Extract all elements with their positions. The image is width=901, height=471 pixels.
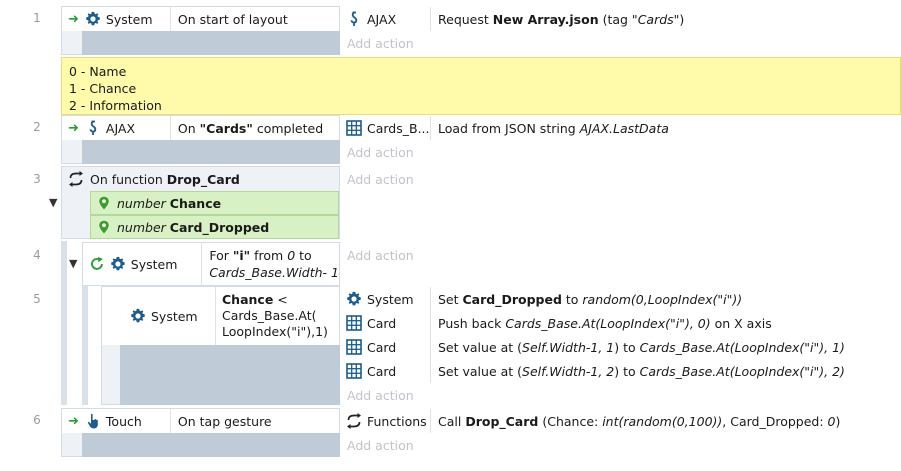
action-text: Set Card_Dropped to random(0,LoopIndex("… — [438, 291, 743, 307]
event-number: 5 — [33, 292, 41, 306]
parameter-type: number — [117, 219, 166, 235]
array-icon — [346, 363, 362, 379]
event-number: 2 — [33, 120, 41, 134]
comment-line: 0 - Name — [69, 64, 127, 79]
event-number: 1 — [33, 11, 41, 25]
action-text: Set value at (Self.Width-1, 1) to Cards_… — [438, 339, 845, 355]
function-parameter[interactable]: number Chance — [90, 191, 339, 215]
event-1-fill — [82, 31, 340, 55]
condition-object: System — [105, 11, 153, 27]
event-2-fill — [82, 140, 340, 164]
condition-divider — [169, 409, 171, 433]
condition-object: System — [130, 256, 178, 272]
event-6-fill — [82, 433, 340, 457]
condition-object: AJAX — [105, 120, 136, 136]
array-icon — [346, 315, 362, 331]
condition-text: On "Cards" completed — [177, 120, 324, 136]
pin-icon — [97, 196, 111, 210]
condition-object: Touch — [105, 413, 142, 429]
loop-icon — [89, 256, 105, 272]
collapse-toggle[interactable]: ▼ — [69, 257, 78, 270]
collapse-toggle[interactable]: ▼ — [49, 196, 58, 209]
gear-icon — [110, 256, 126, 272]
action-object: System — [367, 291, 414, 307]
ajax-icon — [346, 11, 362, 27]
gear-icon — [85, 11, 101, 27]
comment-line: 2 - Information — [69, 98, 162, 113]
gear-icon — [130, 308, 146, 324]
action-text: Call Drop_Card (Chance: int(random(0,100… — [438, 413, 841, 429]
add-action-link[interactable]: Add action — [340, 141, 901, 163]
event-number: 4 — [33, 248, 41, 262]
action-text: Load from JSON string AJAX.LastData — [438, 120, 669, 136]
event-4-condition[interactable]: System For "i" from 0 to Cards_Base.Widt… — [83, 243, 339, 285]
condition-text: Chance < Cards_Base.At( LoopIndex("i"),1… — [222, 292, 328, 339]
pin-icon — [97, 220, 111, 234]
array-icon — [346, 339, 362, 355]
parameter-type: number — [117, 195, 166, 211]
condition-divider — [169, 7, 171, 31]
parameter-name: Card_Dropped — [169, 219, 270, 235]
parameter-name: Chance — [169, 195, 222, 211]
condition-text: For "i" from 0 to Cards_Base.Width- 1 — [209, 248, 339, 280]
event-5-fill — [120, 345, 340, 405]
event-5-condition[interactable]: System Chance < Cards_Base.At( LoopIndex… — [102, 287, 339, 345]
add-action-link[interactable]: Add action — [340, 32, 901, 54]
action-object: AJAX — [367, 11, 397, 27]
arrow-icon: ➜ — [68, 11, 79, 27]
event-1-action[interactable]: AJAX Request New Array.json (tag "Cards"… — [340, 7, 901, 31]
action-object: Card — [367, 339, 397, 355]
event-5-action-4[interactable]: Card Set value at (Self.Width-1, 2) to C… — [340, 359, 901, 383]
action-object: Functions — [367, 413, 427, 429]
function-icon — [346, 413, 362, 429]
action-object: Cards_B... — [367, 120, 430, 136]
event-5-action-1[interactable]: System Set Card_Dropped to random(0,Loop… — [340, 287, 901, 311]
action-object: Card — [367, 363, 397, 379]
arrow-icon: ➜ — [68, 413, 79, 429]
event-5-action-3[interactable]: Card Set value at (Self.Width-1, 1) to C… — [340, 335, 901, 359]
condition-object: System — [151, 308, 198, 324]
condition-text: On start of layout — [177, 11, 288, 27]
comment-block[interactable]: 0 - Name 1 - Chance 2 - Information — [61, 57, 901, 115]
event-2-action[interactable]: Cards_B... Load from JSON string AJAX.La… — [340, 116, 901, 140]
add-action-link[interactable]: Add action — [340, 384, 901, 406]
action-text: Set value at (Self.Width-1, 2) to Cards_… — [438, 363, 845, 379]
add-action-link[interactable]: Add action — [340, 434, 901, 456]
comment-line: 1 - Chance — [69, 81, 137, 96]
gear-icon — [346, 291, 362, 307]
indent-bar — [82, 286, 88, 405]
action-object: Card — [367, 315, 397, 331]
indent-bar — [61, 241, 67, 405]
event-6-condition[interactable]: ➜ Touch On tap gesture — [62, 409, 339, 433]
action-text: Push back Cards_Base.At(LoopIndex("i"), … — [438, 315, 772, 331]
event-number: 6 — [33, 413, 41, 427]
ajax-icon — [85, 120, 101, 136]
function-icon — [68, 171, 84, 187]
event-6-action[interactable]: Functions Call Drop_Card (Chance: int(ra… — [340, 409, 901, 433]
condition-text: On tap gesture — [177, 413, 272, 429]
function-header[interactable]: On function Drop_Card — [62, 167, 339, 191]
action-text: Request New Array.json (tag "Cards") — [438, 11, 685, 27]
arrow-icon: ➜ — [68, 120, 79, 136]
event-1-condition[interactable]: ➜ System On start of layout — [62, 7, 339, 31]
function-parameter[interactable]: number Card_Dropped — [90, 215, 339, 239]
event-5-action-2[interactable]: Card Push back Cards_Base.At(LoopIndex("… — [340, 311, 901, 335]
event-2-condition[interactable]: ➜ AJAX On "Cards" completed — [62, 116, 339, 140]
event-number: 3 — [33, 172, 41, 186]
touch-icon — [85, 413, 101, 429]
condition-divider — [169, 116, 171, 140]
add-action-link[interactable]: Add action — [340, 168, 901, 190]
function-title: On function Drop_Card — [90, 171, 240, 187]
array-icon — [346, 120, 362, 136]
condition-divider — [215, 287, 216, 345]
condition-divider — [201, 243, 203, 285]
add-action-link[interactable]: Add action — [340, 244, 901, 266]
